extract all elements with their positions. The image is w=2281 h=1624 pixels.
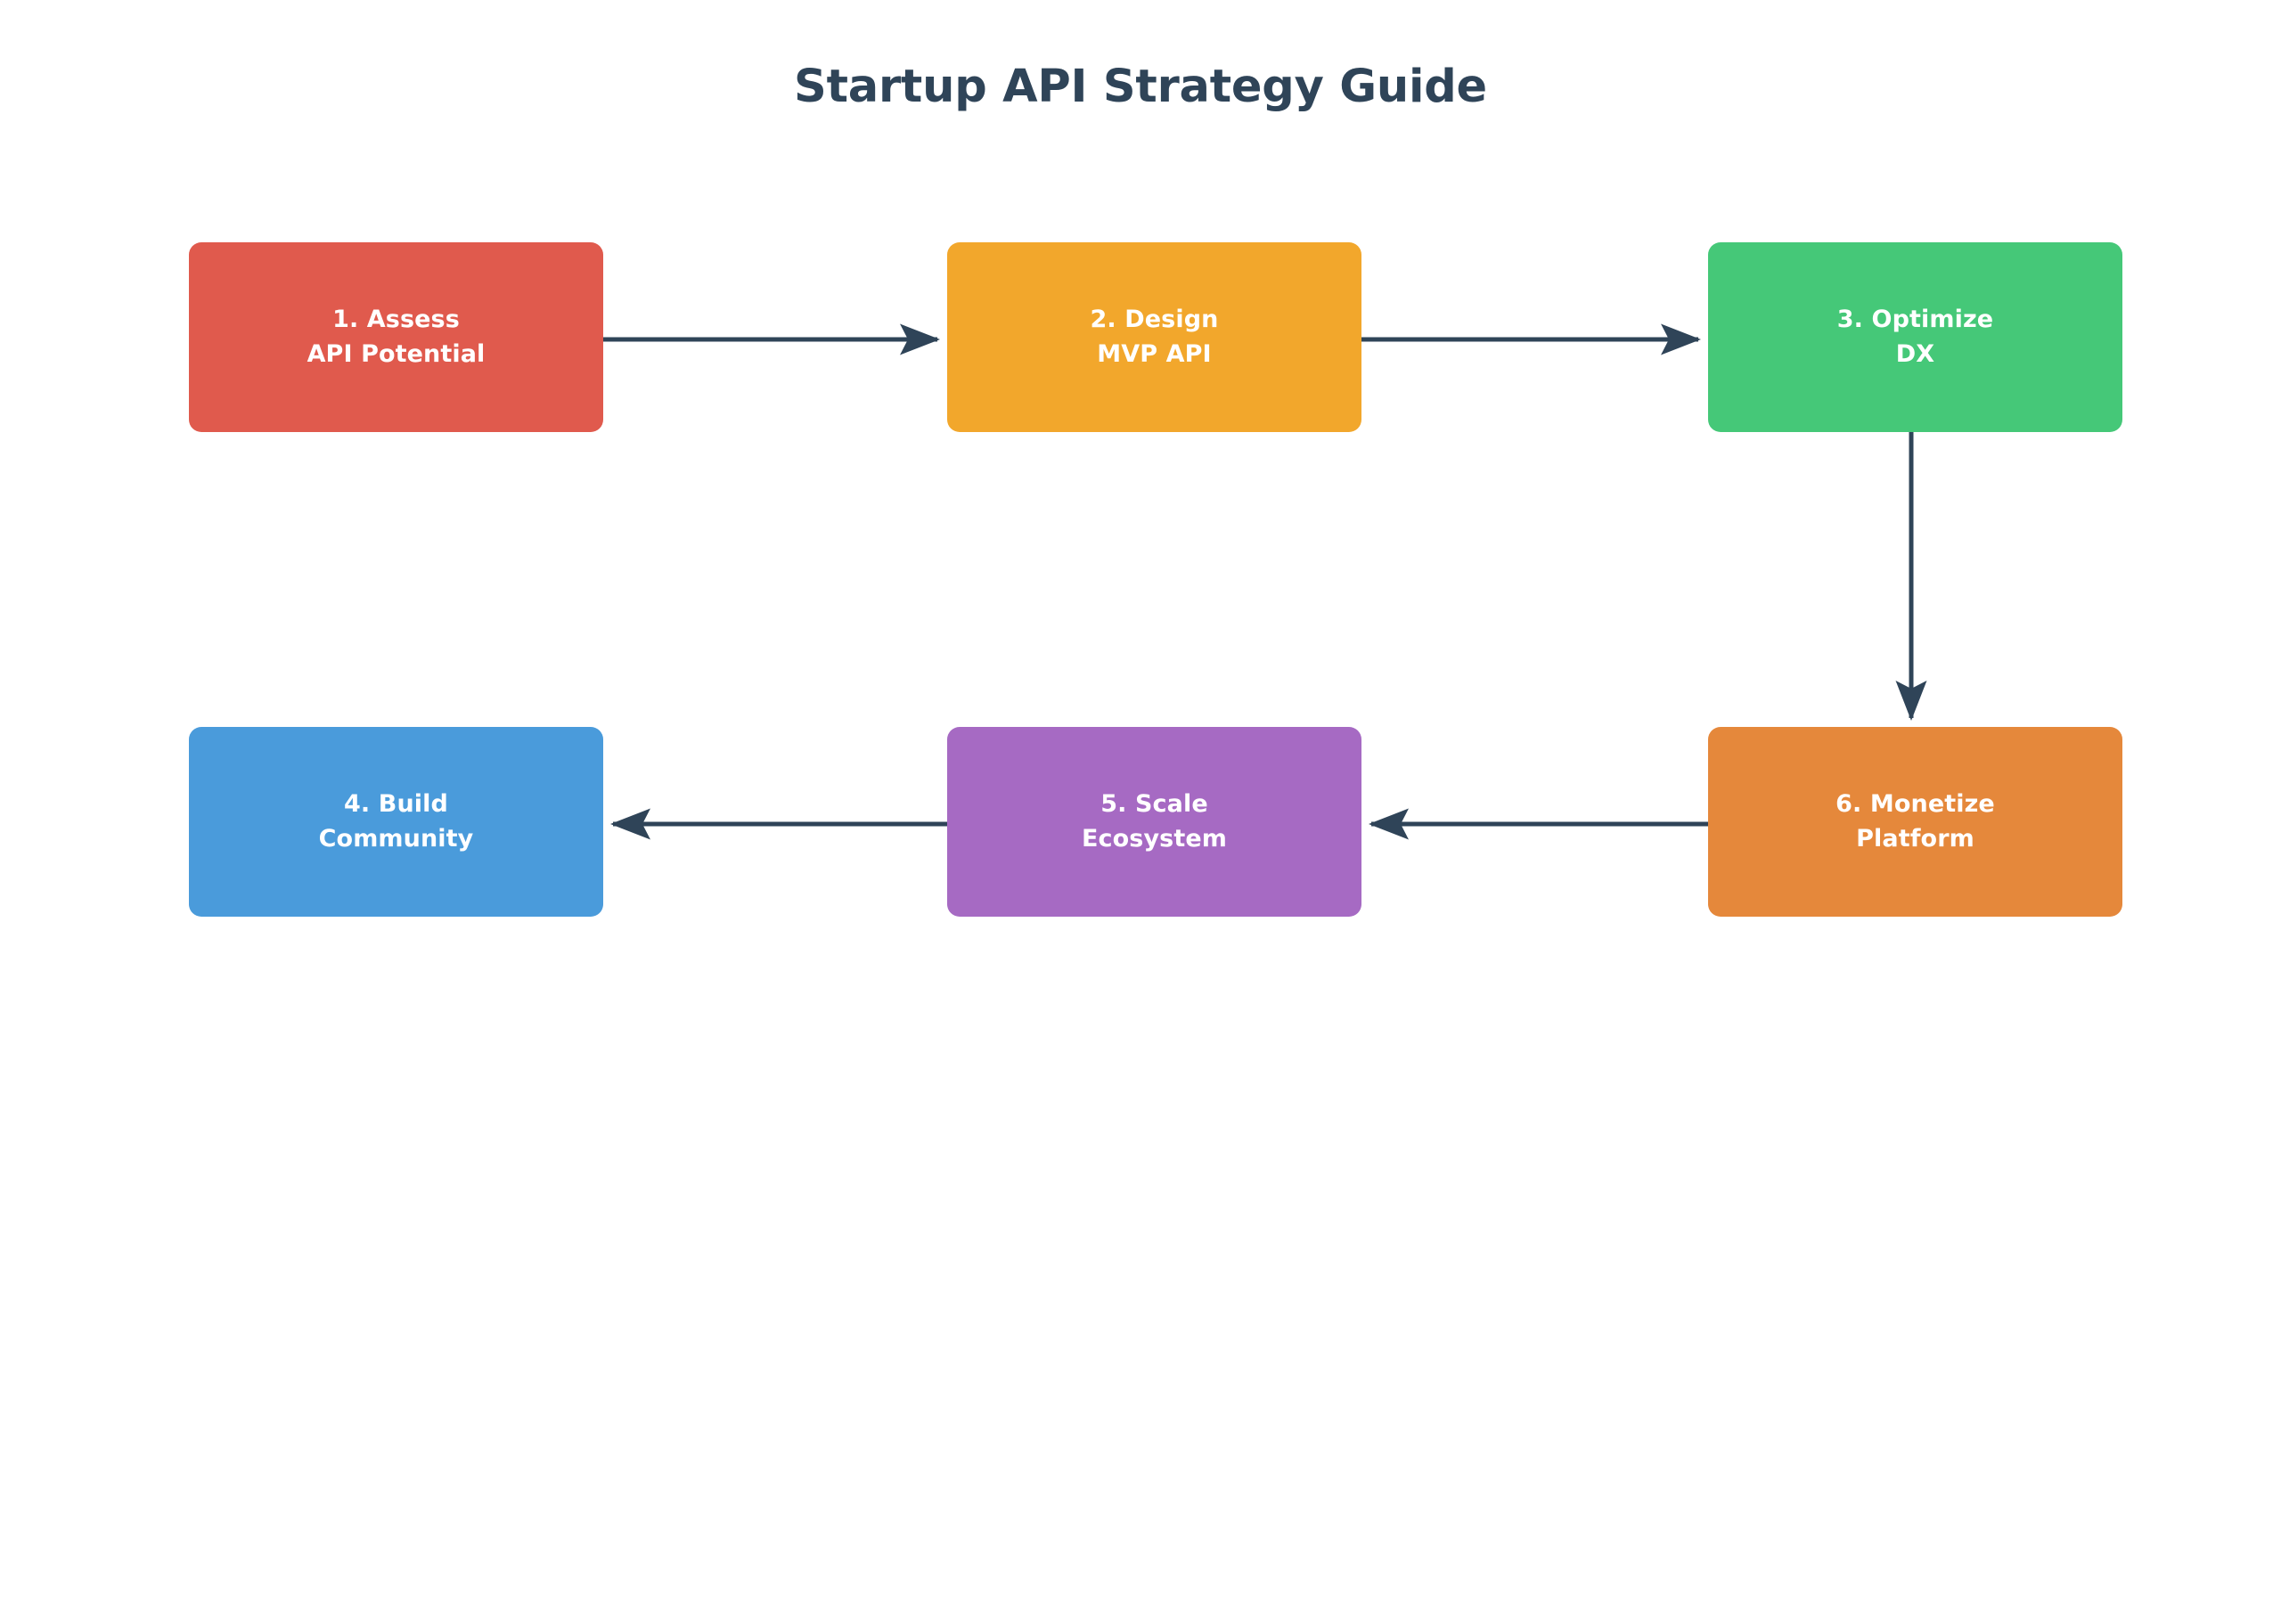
flow-node-design-mvp-api[interactable]: 2. Design MVP API: [947, 242, 1361, 432]
flow-node-optimize-dx[interactable]: 3. Optimize DX: [1708, 242, 2122, 432]
flow-node-label: 6. Monetize Platform: [1835, 790, 1995, 853]
flow-node-label: 4. Build Community: [318, 790, 474, 853]
flow-node-scale-ecosystem[interactable]: 5. Scale Ecosystem: [947, 727, 1361, 917]
flow-node-label: 1. Assess API Potential: [307, 306, 486, 368]
page-title: Startup API Strategy Guide: [794, 61, 1487, 113]
flow-node-monetize-platform[interactable]: 6. Monetize Platform: [1708, 727, 2122, 917]
flow-node-build-community[interactable]: 4. Build Community: [189, 727, 603, 917]
flow-node-label: 5. Scale Ecosystem: [1082, 790, 1227, 853]
flow-node-assess-api-potential[interactable]: 1. Assess API Potential: [189, 242, 603, 432]
flow-node-label: 2. Design MVP API: [1090, 306, 1219, 368]
flow-node-label: 3. Optimize DX: [1836, 306, 1994, 368]
